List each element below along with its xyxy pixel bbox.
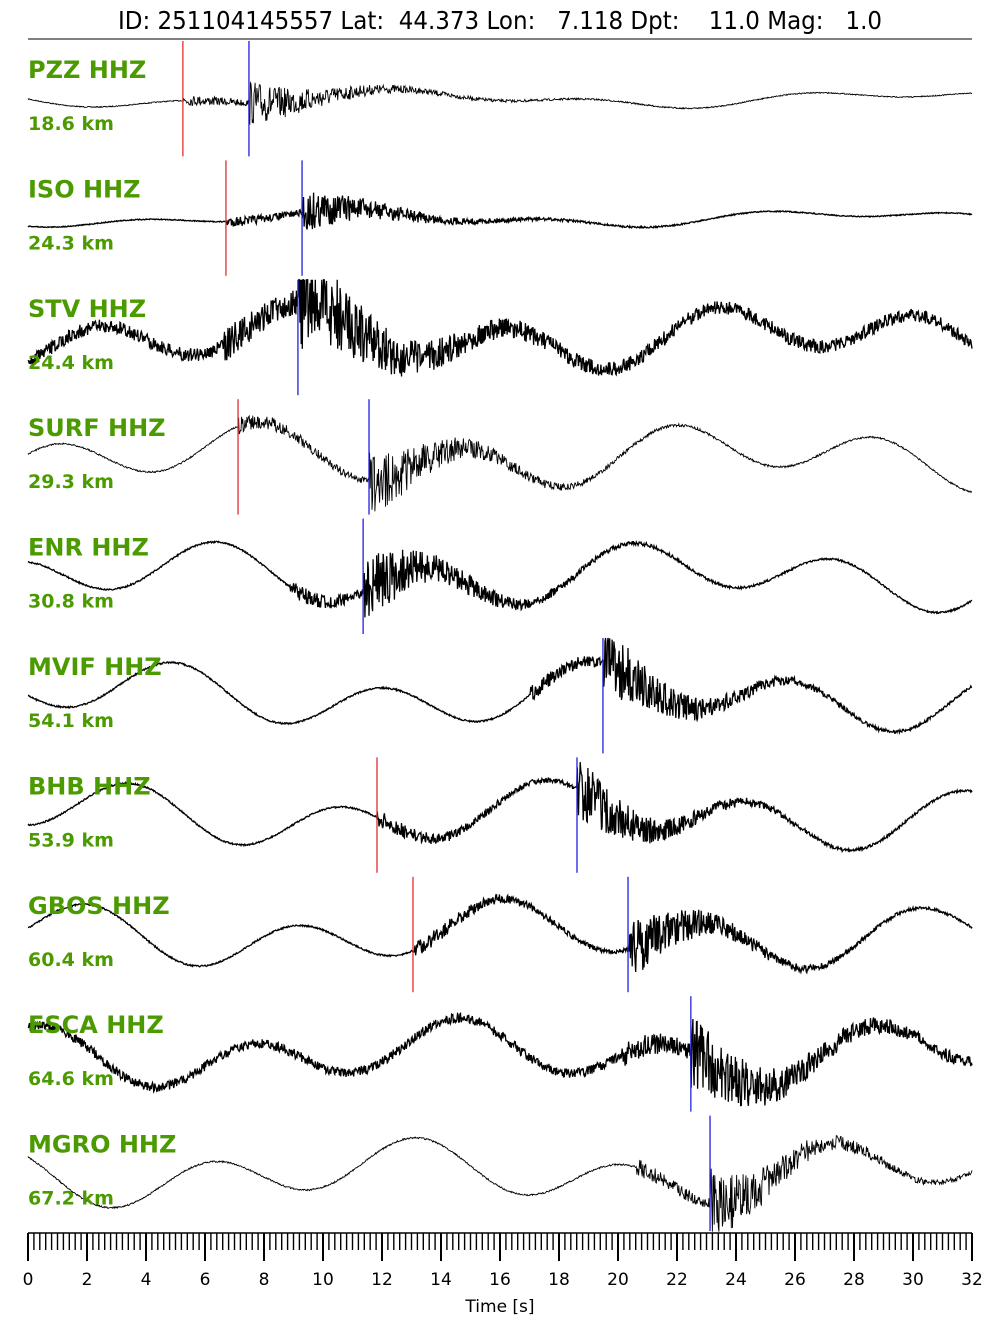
waveform-trace	[27, 1135, 973, 1232]
station-label: STV HHZ	[28, 295, 146, 323]
distance-label: 53.9 km	[28, 829, 114, 851]
x-tick-label: 10	[312, 1270, 334, 1290]
waveform-trace	[27, 1011, 973, 1107]
x-tick-label: 28	[843, 1270, 865, 1290]
x-tick-label: 22	[666, 1270, 688, 1290]
x-tick-label: 26	[784, 1270, 806, 1290]
distance-label: 29.3 km	[28, 471, 114, 493]
x-tick-label: 6	[200, 1270, 211, 1290]
x-tick-label: 16	[489, 1270, 511, 1290]
station-label: ISO HHZ	[28, 175, 141, 203]
waveform-trace	[27, 414, 973, 512]
chart-title: ID: 251104145557 Lat: 44.373 Lon: 7.118 …	[117, 6, 883, 35]
waveform-trace	[27, 192, 973, 230]
waveform-trace	[27, 637, 973, 736]
x-axis-label: Time [s]	[464, 1297, 534, 1317]
waveform-trace	[27, 279, 973, 377]
x-tick-label: 2	[82, 1270, 93, 1290]
x-tick-label: 24	[725, 1270, 747, 1290]
waveform-trace	[27, 80, 973, 125]
distance-label: 18.6 km	[28, 113, 114, 135]
x-tick-label: 12	[371, 1270, 393, 1290]
x-tick-label: 30	[902, 1270, 924, 1290]
waveform-trace	[27, 540, 973, 618]
x-tick-label: 32	[961, 1270, 983, 1290]
x-tick-label: 20	[607, 1270, 629, 1290]
station-label: MGRO HHZ	[28, 1131, 176, 1159]
x-tick-label: 8	[259, 1270, 270, 1290]
station-label: ESCA HHZ	[28, 1011, 164, 1039]
distance-label: 30.8 km	[28, 591, 114, 613]
waveform-trace	[27, 762, 973, 853]
station-label: MVIF HHZ	[28, 653, 162, 681]
distance-label: 67.2 km	[28, 1188, 114, 1210]
distance-label: 24.3 km	[28, 232, 114, 254]
x-tick-label: 18	[548, 1270, 570, 1290]
waveform-trace	[27, 893, 973, 975]
station-label: GBOS HHZ	[28, 892, 170, 920]
x-tick-label: 14	[430, 1270, 452, 1290]
distance-label: 64.6 km	[28, 1068, 114, 1090]
station-label: PZZ HHZ	[28, 56, 146, 84]
distance-label: 54.1 km	[28, 710, 114, 732]
station-label: BHB HHZ	[28, 772, 151, 800]
station-label: SURF HHZ	[28, 414, 166, 442]
x-tick-label: 0	[23, 1270, 34, 1290]
x-tick-label: 4	[141, 1270, 152, 1290]
distance-label: 24.4 km	[28, 352, 114, 374]
distance-label: 60.4 km	[28, 949, 114, 971]
station-label: ENR HHZ	[28, 534, 149, 562]
